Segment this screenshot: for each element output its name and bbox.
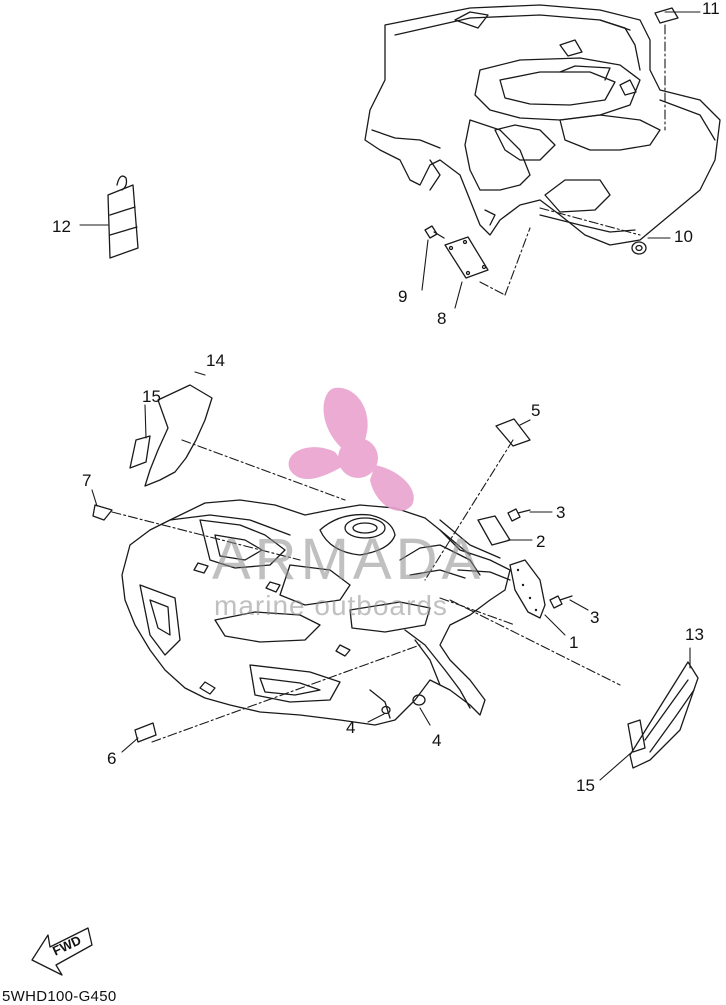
decal-15a xyxy=(129,435,151,469)
armada-logo-icon xyxy=(288,387,414,511)
callout-10: 10 xyxy=(674,227,693,246)
callout-11: 11 xyxy=(702,0,720,18)
fwd-arrow-icon xyxy=(31,927,93,976)
diagram-code: 5WHD100-G450 xyxy=(2,988,117,1005)
callout-14: 14 xyxy=(206,351,225,370)
callout-6: 6 xyxy=(107,749,117,768)
callout-3-top: 3 xyxy=(556,503,566,522)
watermark-brand: ARMADA xyxy=(212,527,485,592)
decal-5 xyxy=(495,418,531,447)
front-fender xyxy=(121,499,511,726)
callout-15-top: 15 xyxy=(142,387,161,406)
screw-3b xyxy=(549,595,573,609)
decal-sheet-14 xyxy=(144,384,213,487)
callout-3-bottom: 3 xyxy=(590,608,600,627)
reflector-7 xyxy=(92,504,113,521)
decal-11 xyxy=(654,7,679,24)
callout-1: 1 xyxy=(569,633,579,652)
callout-9: 9 xyxy=(398,287,408,306)
panel-1 xyxy=(509,559,546,619)
watermark-tagline: marine outboards xyxy=(214,590,448,621)
callout-4-right: 4 xyxy=(432,731,442,750)
plate-8 xyxy=(444,236,489,279)
callout-8: 8 xyxy=(437,309,447,328)
callout-5: 5 xyxy=(531,401,541,420)
grommet-4b xyxy=(412,694,426,706)
decal-6 xyxy=(134,722,157,743)
callout-7: 7 xyxy=(82,471,92,490)
decal-13 xyxy=(629,661,699,769)
grommet-10 xyxy=(631,241,647,255)
callout-13: 13 xyxy=(685,625,704,644)
decal-15b xyxy=(627,719,646,753)
callout-15-bottom: 15 xyxy=(576,776,595,795)
tag-12 xyxy=(107,175,139,259)
screw-3a xyxy=(507,508,531,522)
grommet-4a xyxy=(381,705,391,715)
screw-9 xyxy=(424,225,445,239)
rear-fender xyxy=(364,4,721,246)
callout-2: 2 xyxy=(536,532,546,551)
callout-12: 12 xyxy=(52,217,71,236)
callout-4-left: 4 xyxy=(346,718,356,737)
